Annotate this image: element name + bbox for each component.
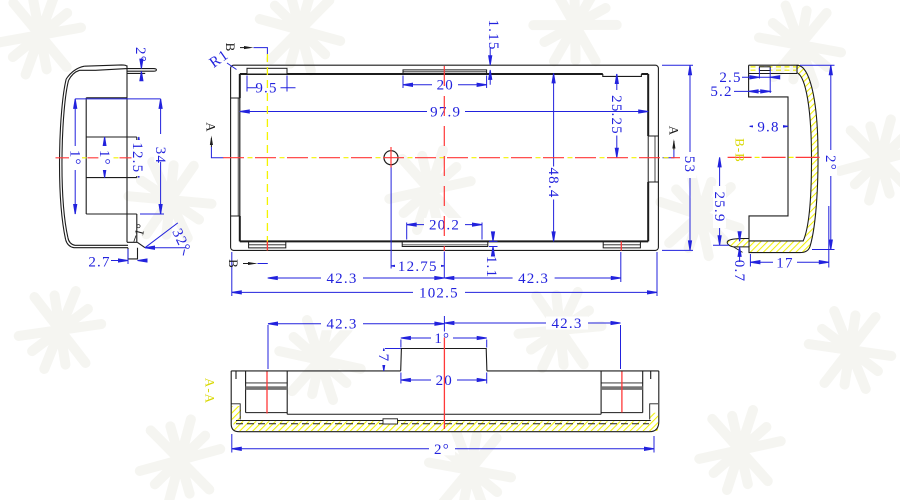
svg-text:9.5: 9.5 xyxy=(255,81,277,97)
svg-text:A: A xyxy=(666,126,681,136)
svg-text:1.1: 1.1 xyxy=(483,256,499,278)
svg-text:12.75: 12.75 xyxy=(398,259,438,275)
svg-text:2°: 2° xyxy=(132,47,148,63)
svg-text:42.3: 42.3 xyxy=(326,317,357,333)
svg-text:42.3: 42.3 xyxy=(326,271,357,287)
svg-text:1.15: 1.15 xyxy=(485,19,501,50)
svg-text:1°: 1° xyxy=(434,331,450,347)
svg-text:9.8: 9.8 xyxy=(757,119,779,135)
svg-text:1°: 1° xyxy=(96,150,112,166)
svg-text:1°: 1° xyxy=(131,222,149,237)
svg-text:B-B: B-B xyxy=(732,138,747,163)
svg-text:1°: 1° xyxy=(66,150,82,166)
svg-text:20: 20 xyxy=(437,78,454,94)
svg-text:2.7: 2.7 xyxy=(88,254,110,270)
svg-text:0.7: 0.7 xyxy=(731,260,747,282)
svg-text:42.3: 42.3 xyxy=(551,316,582,332)
svg-text:53: 53 xyxy=(681,156,697,173)
svg-text:34: 34 xyxy=(152,147,168,164)
svg-text:2°: 2° xyxy=(822,155,838,171)
svg-text:25.25: 25.25 xyxy=(608,95,624,135)
svg-text:B: B xyxy=(223,43,238,52)
svg-text:7: 7 xyxy=(375,354,391,363)
svg-text:2°: 2° xyxy=(434,442,450,458)
svg-text:5.2: 5.2 xyxy=(710,84,732,100)
svg-text:25.9: 25.9 xyxy=(711,191,727,222)
svg-text:48.4: 48.4 xyxy=(545,167,561,198)
svg-text:A-A: A-A xyxy=(202,378,217,404)
svg-text:17: 17 xyxy=(776,255,793,271)
svg-text:B: B xyxy=(226,259,241,268)
svg-text:A: A xyxy=(204,122,219,132)
svg-text:102.5: 102.5 xyxy=(419,285,459,301)
svg-text:20: 20 xyxy=(436,373,453,389)
svg-text:42.3: 42.3 xyxy=(518,271,549,287)
svg-text:12.5: 12.5 xyxy=(129,142,145,173)
svg-text:2.5: 2.5 xyxy=(719,70,741,86)
svg-text:97.9: 97.9 xyxy=(430,104,461,120)
